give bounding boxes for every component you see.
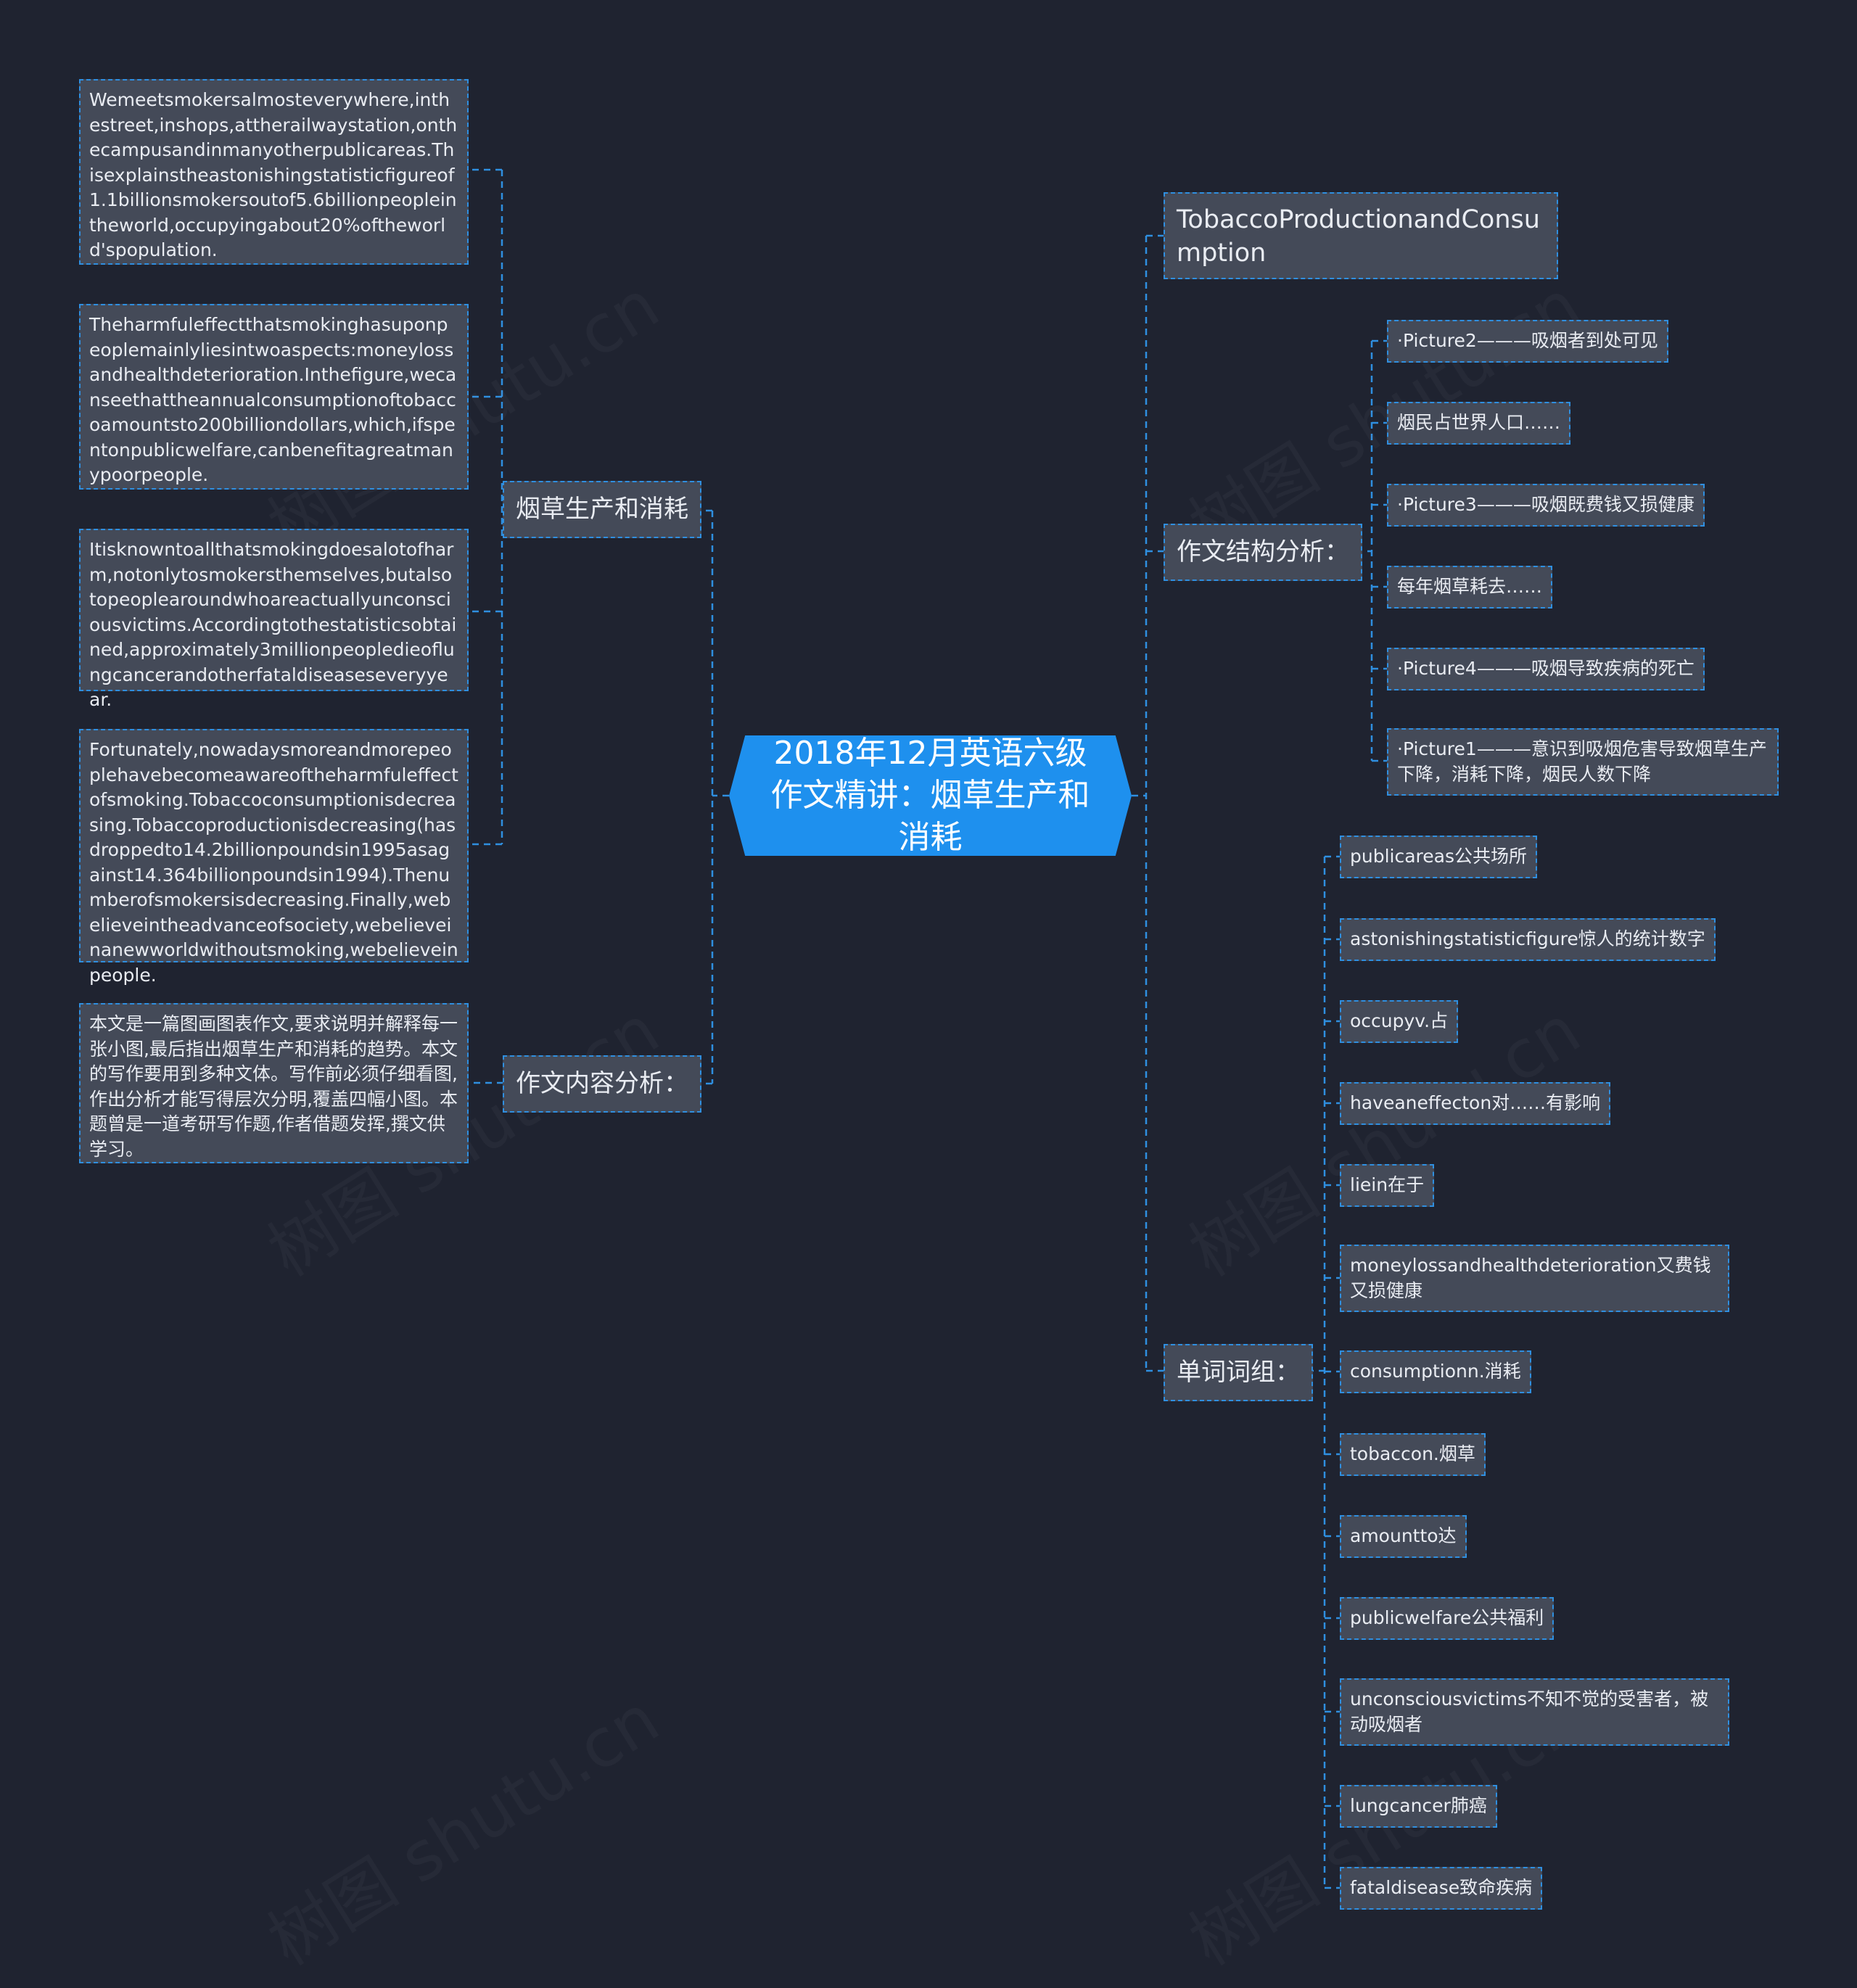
vocab-item[interactable]: astonishingstatisticfigure惊人的统计数字 <box>1340 918 1716 961</box>
branch-vocabulary-label: 单词词组： <box>1177 1358 1300 1387</box>
vocab-item-text: unconsciousvictims不知不觉的受害者，被动吸烟者 <box>1350 1688 1709 1735</box>
vocab-item-text: amountto达 <box>1350 1525 1457 1546</box>
paragraph-node[interactable]: Wemeetsmokersalmosteverywhere,inthestree… <box>79 79 469 265</box>
content-analysis-node[interactable]: 本文是一篇图画图表作文,要求说明并解释每一张小图,最后指出烟草生产和消耗的趋势。… <box>79 1003 469 1163</box>
structure-item-text: ·Picture3———吸烟既费钱又损健康 <box>1397 494 1695 515</box>
vocab-item[interactable]: tobaccon.烟草 <box>1340 1433 1486 1476</box>
english-title-text: TobaccoProductionandConsumption <box>1177 205 1540 268</box>
root-topic[interactable]: 2018年12月英语六级作文精讲：烟草生产和消耗 <box>729 735 1132 856</box>
paragraph-node[interactable]: Itisknowntoallthatsmokingdoesalotofharm,… <box>79 529 469 710</box>
structure-item-text: ·Picture1———意识到吸烟危害导致烟草生产下降，消耗下降，烟民人数下降 <box>1397 738 1767 785</box>
branch-production[interactable]: 烟草生产和消耗 <box>503 481 701 538</box>
paragraph-text: Wemeetsmokersalmosteverywhere,inthestree… <box>89 89 458 260</box>
vocab-item-text: tobaccon.烟草 <box>1350 1443 1475 1464</box>
vocab-item[interactable]: haveaneffecton对……有影响 <box>1340 1082 1611 1125</box>
vocab-item[interactable]: amountto达 <box>1340 1515 1467 1558</box>
english-title-node[interactable]: TobaccoProductionandConsumption <box>1164 192 1558 279</box>
vocab-item-text: publicwelfare公共福利 <box>1350 1607 1544 1628</box>
structure-item-text: 烟民占世界人口…… <box>1397 412 1561 433</box>
branch-structure-analysis[interactable]: 作文结构分析： <box>1164 524 1362 581</box>
paragraph-node[interactable]: Theharmfuleffectthatsmokinghasuponpeople… <box>79 304 469 490</box>
vocab-item-text: lungcancer肺癌 <box>1350 1795 1487 1816</box>
vocab-item[interactable]: consumptionn.消耗 <box>1340 1350 1531 1393</box>
vocab-item-text: moneylossandhealthdeterioration又费钱又损健康 <box>1350 1255 1711 1301</box>
vocab-item[interactable]: publicareas公共场所 <box>1340 836 1537 878</box>
structure-item[interactable]: ·Picture2———吸烟者到处可见 <box>1387 320 1668 363</box>
vocab-item[interactable]: lungcancer肺癌 <box>1340 1785 1497 1828</box>
branch-production-label: 烟草生产和消耗 <box>516 495 688 524</box>
paragraph-text: Itisknowntoallthatsmokingdoesalotofharm,… <box>89 539 457 710</box>
structure-item[interactable]: 每年烟草耗去…… <box>1387 566 1553 609</box>
structure-item[interactable]: ·Picture1———意识到吸烟危害导致烟草生产下降，消耗下降，烟民人数下降 <box>1387 728 1779 796</box>
vocab-item[interactable]: occupyv.占 <box>1340 1000 1459 1043</box>
branch-structure-analysis-label: 作文结构分析： <box>1177 537 1349 566</box>
structure-item[interactable]: ·Picture3———吸烟既费钱又损健康 <box>1387 484 1705 527</box>
root-topic-label: 2018年12月英语六级作文精讲：烟草生产和消耗 <box>770 734 1090 857</box>
vocab-item-text: consumptionn.消耗 <box>1350 1361 1521 1382</box>
paragraph-text: Theharmfuleffectthatsmokinghasuponpeople… <box>89 314 457 485</box>
branch-vocabulary[interactable]: 单词词组： <box>1164 1344 1313 1401</box>
vocab-item[interactable]: liein在于 <box>1340 1164 1435 1207</box>
branch-content-analysis-label: 作文内容分析： <box>516 1069 688 1098</box>
structure-item-text: ·Picture4———吸烟导致疾病的死亡 <box>1397 658 1695 679</box>
vocab-item-text: astonishingstatisticfigure惊人的统计数字 <box>1350 928 1705 949</box>
structure-item[interactable]: 烟民占世界人口…… <box>1387 402 1571 445</box>
vocab-item-text: liein在于 <box>1350 1174 1425 1195</box>
branch-content-analysis[interactable]: 作文内容分析： <box>503 1055 701 1113</box>
vocab-item[interactable]: publicwelfare公共福利 <box>1340 1597 1555 1640</box>
vocab-item[interactable]: unconsciousvictims不知不觉的受害者，被动吸烟者 <box>1340 1678 1729 1746</box>
content-analysis-text: 本文是一篇图画图表作文,要求说明并解释每一张小图,最后指出烟草生产和消耗的趋势。… <box>89 1013 458 1160</box>
paragraph-node[interactable]: Fortunately,nowadaysmoreandmorepeoplehav… <box>79 729 469 986</box>
paragraph-text: Fortunately,nowadaysmoreandmorepeoplehav… <box>89 739 458 986</box>
vocab-item[interactable]: fataldisease致命疾病 <box>1340 1867 1543 1910</box>
vocab-item-text: haveaneffecton对……有影响 <box>1350 1092 1601 1113</box>
vocab-item-text: publicareas公共场所 <box>1350 846 1527 867</box>
vocab-item-text: fataldisease致命疾病 <box>1350 1877 1533 1898</box>
vocab-item-text: occupyv.占 <box>1350 1010 1449 1031</box>
structure-item-text: ·Picture2———吸烟者到处可见 <box>1397 330 1658 351</box>
vocab-item[interactable]: moneylossandhealthdeterioration又费钱又损健康 <box>1340 1245 1729 1312</box>
structure-item-text: 每年烟草耗去…… <box>1397 576 1543 597</box>
structure-item[interactable]: ·Picture4———吸烟导致疾病的死亡 <box>1387 648 1705 690</box>
